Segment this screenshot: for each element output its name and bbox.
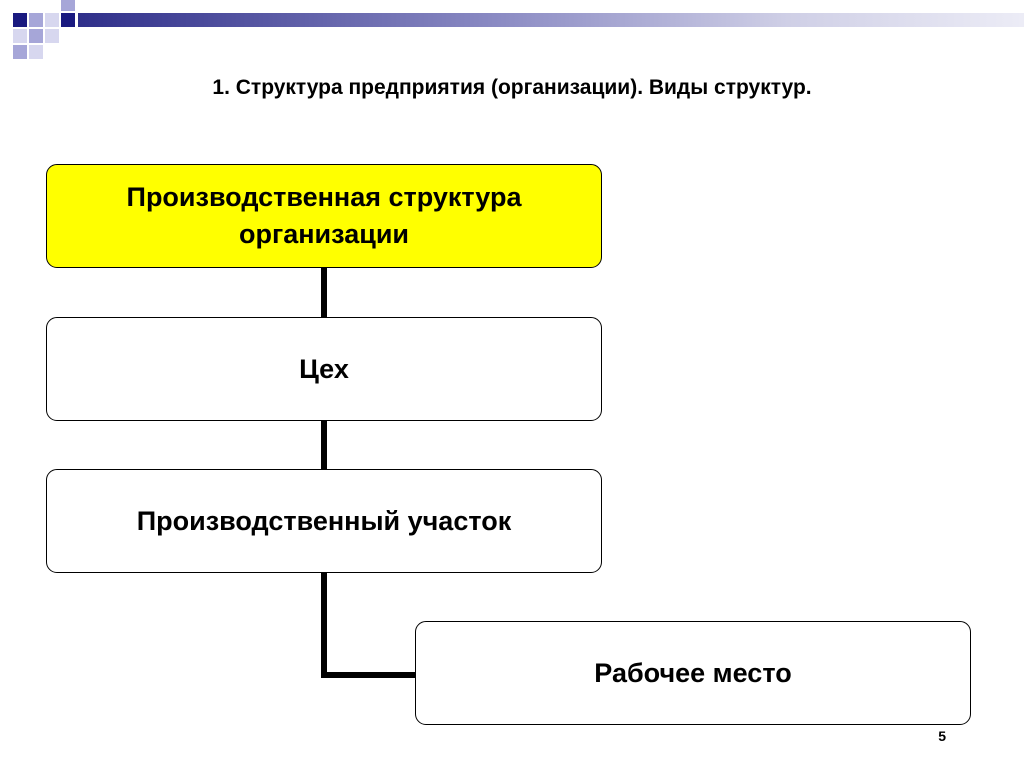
connector-line (321, 672, 417, 678)
connector-line (321, 572, 327, 678)
node-label: Производственная структура организации (126, 182, 522, 249)
corner-square-decoration (61, 0, 75, 11)
node-workplace: Рабочее место (415, 621, 971, 725)
corner-square-decoration (13, 29, 27, 43)
node-label: Цех (299, 353, 349, 384)
corner-square-decoration (29, 29, 43, 43)
node-workshop: Цех (46, 317, 602, 421)
connector-line (321, 420, 327, 470)
header-gradient-bar (78, 13, 1024, 27)
node-label: Рабочее место (594, 657, 792, 688)
corner-square-decoration (13, 13, 27, 27)
page-number: 5 (938, 728, 946, 744)
node-label: Производственный участок (136, 505, 512, 536)
slide-title: 1. Структура предприятия (организации). … (212, 76, 812, 99)
corner-square-decoration (29, 45, 43, 59)
corner-square-decoration (45, 29, 59, 43)
node-org-structure: Производственная структура организации (46, 164, 602, 268)
corner-square-decoration (45, 13, 59, 27)
node-production-section: Производственный участок (46, 469, 602, 573)
connector-line (321, 268, 327, 318)
corner-square-decoration (13, 45, 27, 59)
corner-square-decoration (29, 13, 43, 27)
corner-square-decoration (61, 13, 75, 27)
